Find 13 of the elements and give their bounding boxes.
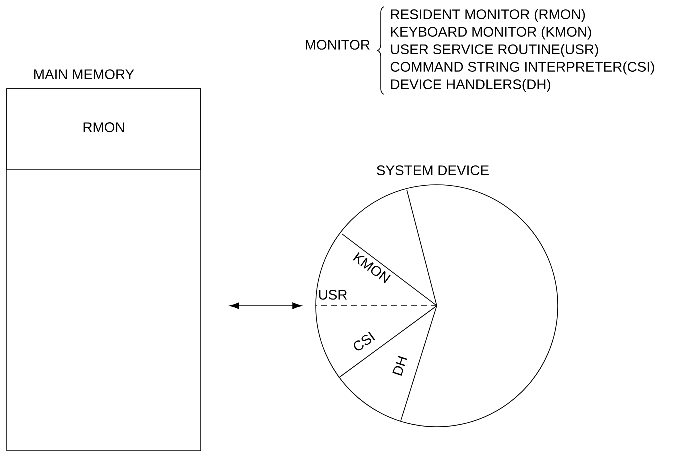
- sector-label: DH: [392, 356, 408, 376]
- box-heading: MAIN MEMORY: [34, 70, 134, 80]
- double-arrow: [230, 302, 302, 310]
- sector-label: USR: [319, 290, 348, 300]
- list-item: KEYBOARD MONITOR (KMON): [391, 26, 592, 40]
- list-item: COMMAND STRING INTERPRETER(CSI): [390, 62, 654, 75]
- sector-label: CSI: [354, 332, 376, 351]
- circle-heading: SYSTEM DEVICE: [377, 166, 489, 176]
- list-item: RESIDENT MONITOR (RMON): [391, 9, 586, 22]
- list-item: DEVICE HANDLERS(DH): [391, 79, 550, 92]
- group-label: MONITOR: [306, 40, 370, 50]
- list-item: USER SERVICE ROUTINE(USR): [391, 44, 598, 58]
- memory-region: RMON: [6, 88, 202, 170]
